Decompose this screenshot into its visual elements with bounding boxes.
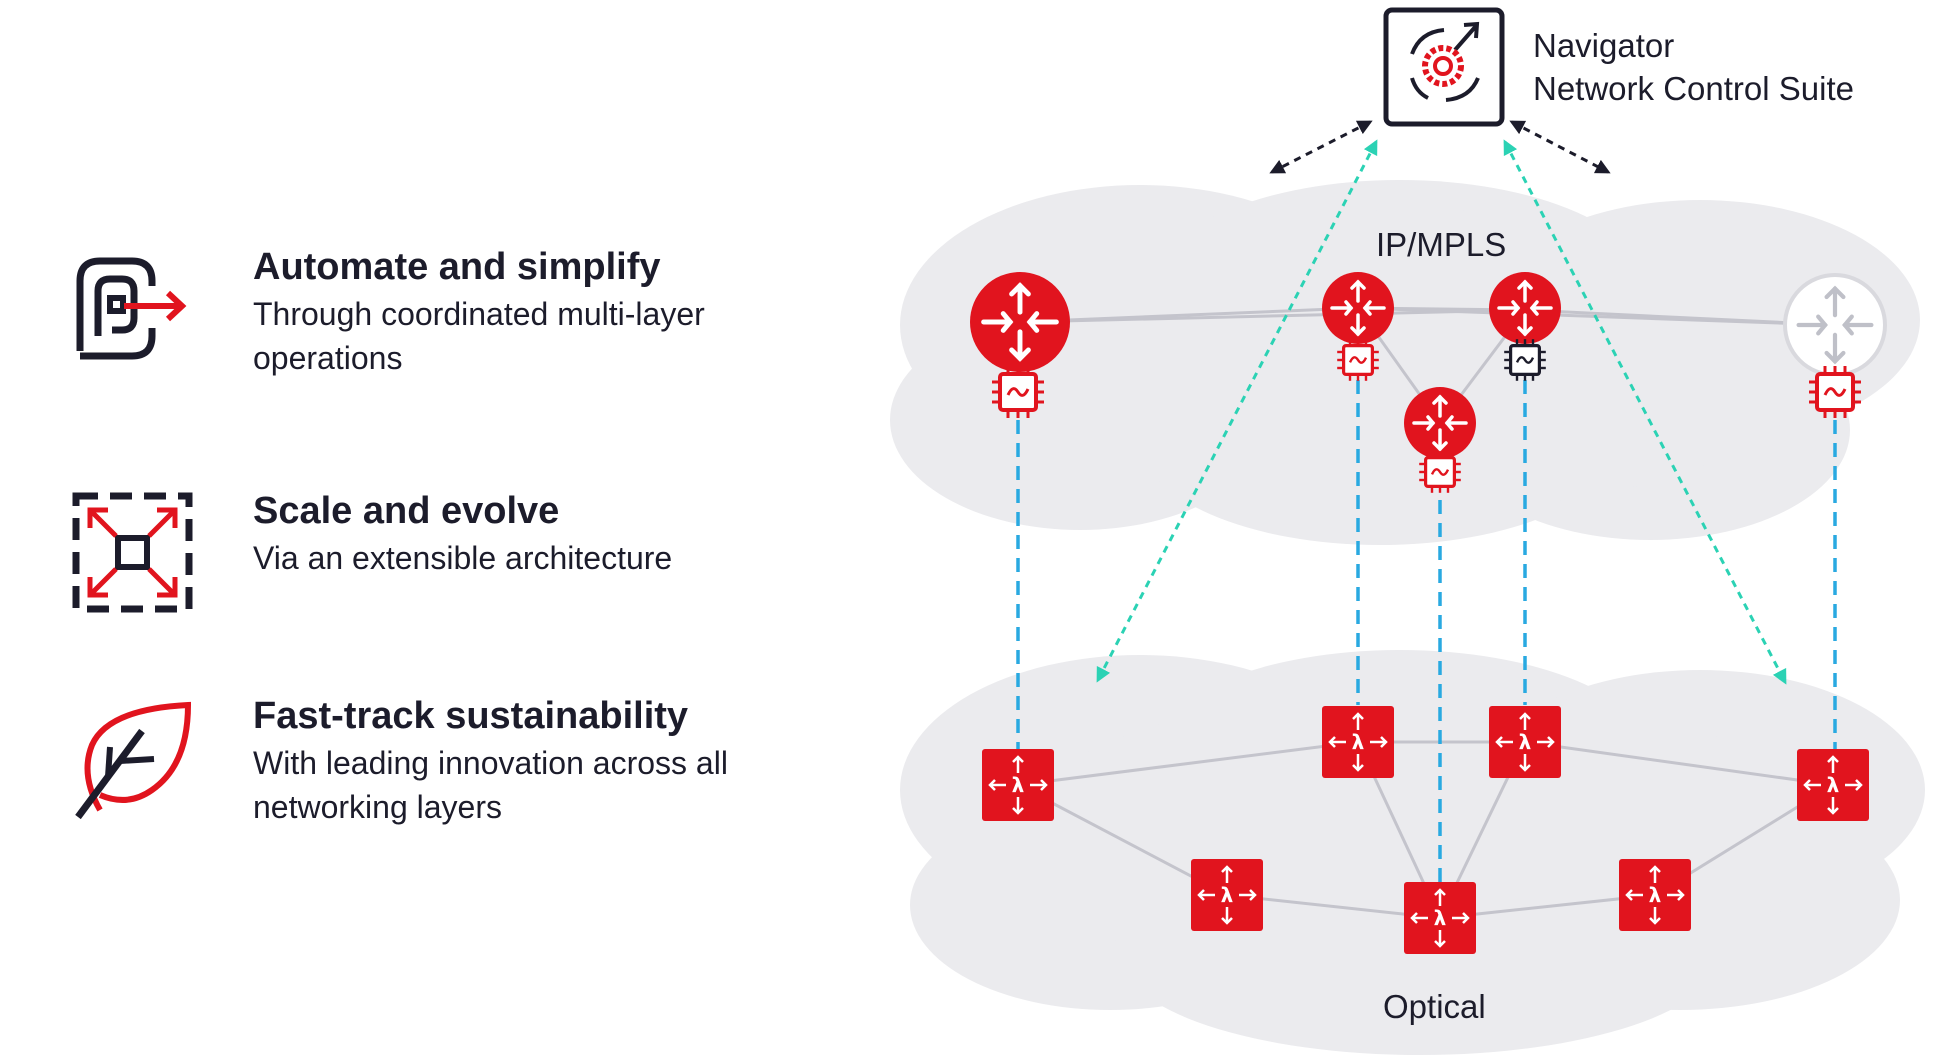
- router-node[interactable]: [970, 272, 1070, 420]
- optical-label: Optical: [1383, 988, 1486, 1025]
- feature-description: Via an extensible architecture: [253, 540, 673, 576]
- navigator-icon[interactable]: [1383, 7, 1505, 127]
- router-node[interactable]: [1404, 387, 1476, 495]
- navigator-title: Navigator: [1533, 27, 1675, 64]
- feature-sustainability: Fast-track sustainability With leading i…: [0, 695, 880, 855]
- optical-switch-node[interactable]: [1617, 857, 1693, 933]
- router-node[interactable]: [1489, 272, 1561, 383]
- router-node-inactive[interactable]: [1783, 273, 1887, 420]
- feature-description: With leading innovation across all netwo…: [253, 745, 728, 825]
- optical-cloud: [900, 650, 1925, 1055]
- feature-automate: Automate and simplify Through coordinate…: [0, 246, 880, 406]
- leaf-icon: [75, 701, 192, 820]
- feature-title: Scale and evolve: [253, 490, 560, 532]
- optical-switch-node[interactable]: [1402, 880, 1478, 956]
- navigator-subtitle: Network Control Suite: [1533, 70, 1854, 107]
- navigator-label: Navigator Network Control Suite: [1533, 24, 1854, 110]
- control-links: [1096, 120, 1787, 685]
- feature-scale: Scale and evolve Via an extensible archi…: [0, 490, 880, 650]
- optical-switch-node[interactable]: [1189, 857, 1265, 933]
- feature-description: Through coordinated multi-layer operatio…: [253, 296, 705, 376]
- router-node[interactable]: [1322, 272, 1394, 383]
- optical-switch-node[interactable]: [980, 747, 1056, 823]
- feature-title: Fast-track sustainability: [253, 695, 689, 737]
- feature-title: Automate and simplify: [253, 246, 661, 288]
- optical-switch-node[interactable]: [1320, 704, 1396, 780]
- expand-arrows-icon: [72, 492, 193, 613]
- optical-switch-node[interactable]: [1487, 704, 1563, 780]
- automation-loop-icon: [76, 257, 187, 360]
- optical-switch-node[interactable]: [1795, 747, 1871, 823]
- ip-mpls-label: IP/MPLS: [1376, 226, 1507, 263]
